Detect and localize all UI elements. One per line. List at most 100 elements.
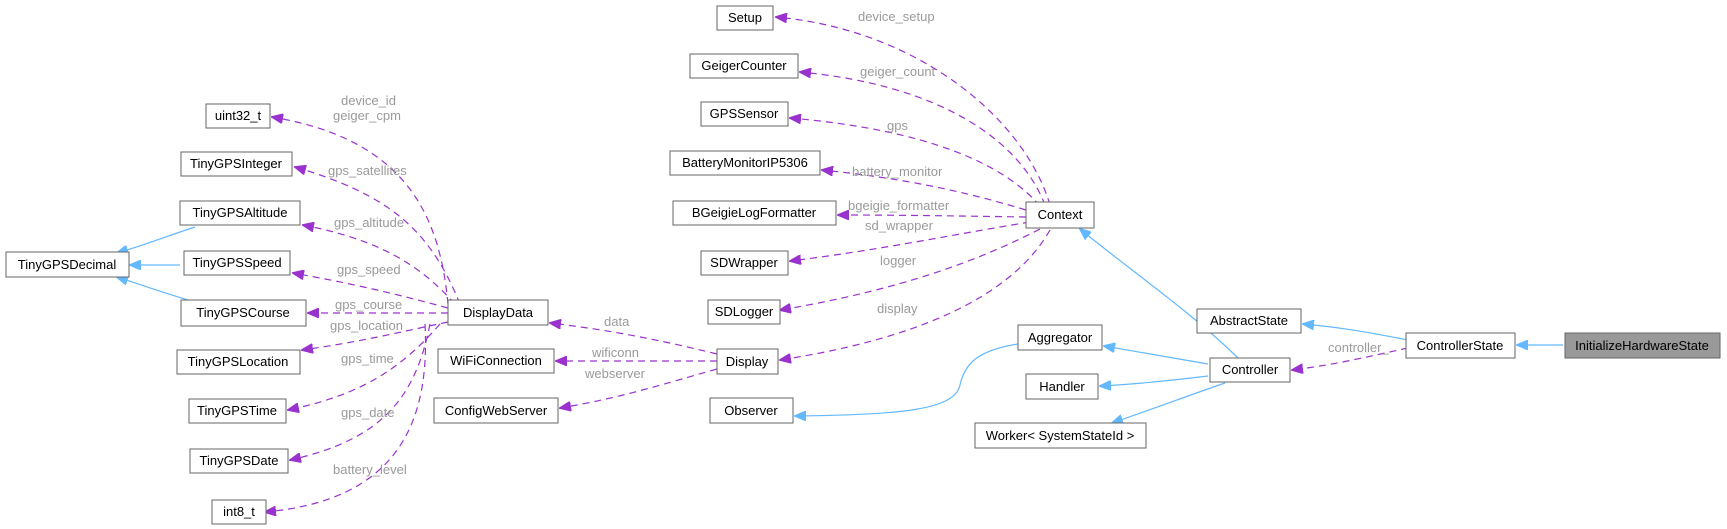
node-abstractstate[interactable]: AbstractState (1196, 308, 1302, 334)
node-sdlogger[interactable]: SDLogger (707, 299, 781, 325)
edge-label-battery-level: battery_level (333, 462, 407, 477)
edge-label-wificonn: wificonn (591, 345, 639, 360)
edge-displaydata-int8 (265, 323, 427, 512)
svg-text:DisplayData: DisplayData (463, 305, 534, 320)
node-observer[interactable]: Observer (709, 397, 794, 424)
edge-labels: device_setup geiger_count gps battery_mo… (328, 9, 1389, 477)
node-batterymonitorip5306[interactable]: BatteryMonitorIP5306 (669, 150, 821, 176)
node-gpssensor[interactable]: GPSSensor (700, 101, 789, 127)
edge-controller-context (1080, 229, 1241, 361)
svg-text:BatteryMonitorIP5306: BatteryMonitorIP5306 (682, 155, 808, 170)
svg-text:Setup: Setup (728, 10, 762, 25)
edge-controllerstate-abstractstate (1303, 324, 1409, 341)
edge-label-gps-course: gps_course (335, 297, 402, 312)
svg-text:InitializeHardwareState: InitializeHardwareState (1575, 338, 1709, 353)
node-context[interactable]: Context (1025, 201, 1095, 229)
node-int8-t[interactable]: int8_t (211, 499, 267, 525)
edge-label-gps-speed: gps_speed (337, 262, 401, 277)
edge-altitude-decimal (117, 226, 196, 253)
node-sdwrapper[interactable]: SDWrapper (700, 250, 789, 276)
edge-label-device-setup: device_setup (858, 9, 935, 24)
edge-displaydata-tinygpsdate (290, 323, 431, 460)
node-tinygpstime[interactable]: TinyGPSTime (188, 398, 287, 424)
node-tinygpslocation[interactable]: TinyGPSLocation (176, 349, 301, 375)
svg-text:TinyGPSDate: TinyGPSDate (200, 453, 279, 468)
node-configwebserver[interactable]: ConfigWebServer (433, 397, 559, 424)
svg-text:TinyGPSTime: TinyGPSTime (197, 403, 277, 418)
svg-text:Observer: Observer (724, 403, 778, 418)
svg-text:SDWrapper: SDWrapper (710, 255, 778, 270)
inheritance-edges (117, 226, 1563, 423)
node-geigercounter[interactable]: GeigerCounter (689, 53, 799, 79)
svg-text:TinyGPSSpeed: TinyGPSSpeed (192, 255, 281, 270)
node-controllerstate[interactable]: ControllerState (1405, 332, 1516, 359)
edge-label-battery-monitor: battery_monitor (852, 164, 943, 179)
svg-text:GeigerCounter: GeigerCounter (701, 58, 787, 73)
svg-text:TinyGPSAltitude: TinyGPSAltitude (193, 205, 288, 220)
edge-context-sdlogger (780, 228, 1041, 310)
node-tinygpsaltitude[interactable]: TinyGPSAltitude (179, 200, 301, 226)
edge-displaydata-tinygpsspeed (293, 273, 449, 309)
edge-displaydata-tinygpslocation (302, 321, 449, 350)
edge-context-bgeigielogformatter (838, 215, 1027, 217)
svg-text:Aggregator: Aggregator (1028, 330, 1093, 345)
node-controller[interactable]: Controller (1209, 357, 1291, 383)
edge-context-batterymonitor (822, 170, 1027, 211)
edge-display-displaydata (550, 323, 718, 355)
edge-context-sdwrapper (790, 221, 1031, 261)
edge-displaydata-tinygpsaltitude (303, 225, 456, 305)
svg-text:TinyGPSDecimal: TinyGPSDecimal (18, 257, 117, 272)
svg-text:Handler: Handler (1039, 379, 1085, 394)
node-bgeigielogformatter[interactable]: BGeigieLogFormatter (672, 200, 837, 226)
edge-displaydata-uint32 (272, 117, 449, 305)
edge-label-bgeigie-formatter: bgeigie_formatter (848, 198, 950, 213)
edge-label-gps-satellites: gps_satellites (328, 163, 407, 178)
edge-course-decimal (117, 277, 196, 303)
edge-aggregator-observer (795, 343, 1019, 416)
usage-edges (265, 17, 1409, 512)
edge-label-gps: gps (887, 118, 908, 133)
svg-text:Display: Display (726, 354, 769, 369)
nodes: Setup GeigerCounter GPSSensor BatteryMon… (5, 5, 1721, 525)
node-initializehardwarestate[interactable]: InitializeHardwareState (1564, 332, 1721, 359)
node-worker[interactable]: Worker< SystemStateId > (974, 422, 1147, 449)
node-displaydata[interactable]: DisplayData (447, 299, 549, 326)
svg-text:Worker< SystemStateId >: Worker< SystemStateId > (986, 428, 1135, 443)
node-tinygpsdate[interactable]: TinyGPSDate (189, 448, 289, 474)
svg-text:GPSSensor: GPSSensor (710, 106, 779, 121)
svg-text:ConfigWebServer: ConfigWebServer (445, 403, 548, 418)
svg-text:int8_t: int8_t (223, 504, 255, 519)
edge-label-sd-wrapper: sd_wrapper (865, 218, 934, 233)
svg-text:SDLogger: SDLogger (715, 304, 774, 319)
edge-controller-aggregator (1104, 346, 1209, 365)
edge-label-webserver: webserver (584, 366, 646, 381)
edge-context-gpssensor (790, 118, 1041, 207)
node-tinygpsinteger[interactable]: TinyGPSInteger (180, 151, 293, 177)
node-tinygpsspeed[interactable]: TinyGPSSpeed (183, 250, 291, 276)
node-display[interactable]: Display (716, 348, 779, 375)
edge-context-display (780, 229, 1051, 360)
edge-label-gps-altitude: gps_altitude (334, 215, 404, 230)
svg-text:Context: Context (1038, 207, 1083, 222)
svg-text:uint32_t: uint32_t (215, 108, 262, 123)
svg-text:TinyGPSCourse: TinyGPSCourse (196, 305, 289, 320)
node-tinygpscourse[interactable]: TinyGPSCourse (180, 299, 307, 327)
edge-label-display: display (877, 301, 918, 316)
node-handler[interactable]: Handler (1025, 373, 1099, 400)
node-wificonnection[interactable]: WiFiConnection (437, 348, 555, 374)
svg-text:BGeigieLogFormatter: BGeigieLogFormatter (692, 205, 817, 220)
node-tinygpsdecimal[interactable]: TinyGPSDecimal (5, 251, 130, 278)
node-uint32-t[interactable]: uint32_t (205, 103, 271, 129)
svg-text:Controller: Controller (1222, 362, 1279, 377)
edge-label-data: data (604, 314, 630, 329)
edge-displaydata-tinygpstime (288, 323, 441, 410)
node-setup[interactable]: Setup (716, 5, 774, 31)
node-aggregator[interactable]: Aggregator (1017, 324, 1103, 351)
edge-label-geiger-cpm: geiger_cpm (333, 108, 401, 123)
edge-label-geiger-count: geiger_count (860, 64, 936, 79)
edge-label-gps-date: gps_date (341, 405, 395, 420)
svg-text:TinyGPSLocation: TinyGPSLocation (188, 354, 289, 369)
edge-label-gps-location: gps_location (330, 318, 403, 333)
svg-text:TinyGPSInteger: TinyGPSInteger (190, 156, 283, 171)
edge-label-gps-time: gps_time (341, 351, 394, 366)
